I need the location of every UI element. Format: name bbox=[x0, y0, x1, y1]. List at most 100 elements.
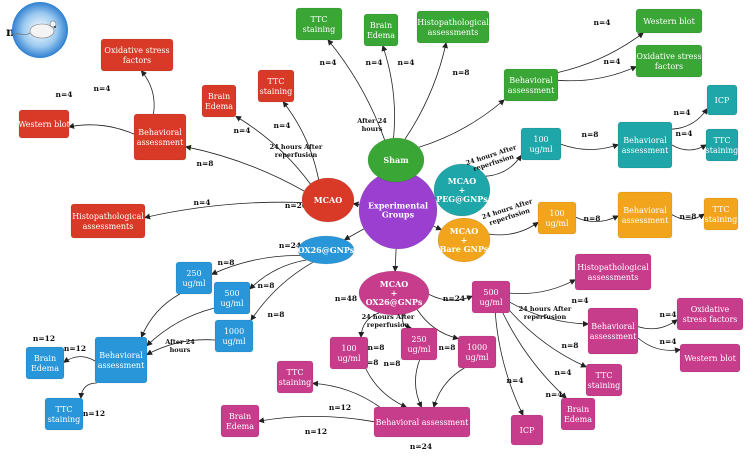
edge-count-sham-to-s_hist: n=4 bbox=[398, 58, 415, 67]
node-s_wb: Western blot bbox=[636, 9, 702, 33]
edge-count-mcaoox-to-x_250: n=8 bbox=[384, 359, 401, 368]
node-shape-s_ox bbox=[636, 45, 702, 77]
edge-count-ox26-to-o_500: n=8 bbox=[258, 281, 275, 290]
edge-count-mcao-to-m_beh: n=8 bbox=[197, 159, 214, 168]
node-shape-m_hist bbox=[71, 204, 145, 238]
node-shape-x_ttcL bbox=[277, 361, 313, 393]
edge-o_beh-to-o_be bbox=[64, 357, 95, 363]
edge-p_100-to-p_beh bbox=[561, 144, 618, 149]
edge-count-sham-to-s_be: n=4 bbox=[366, 58, 383, 67]
node-shape-o_ttc bbox=[45, 398, 83, 430]
node-shape-o_be bbox=[26, 347, 64, 379]
edge-x_500-to-x_beR bbox=[503, 313, 566, 398]
edge-center-to-mcaoox bbox=[395, 249, 396, 271]
node-x_icp: ICP bbox=[511, 415, 543, 445]
edge-count-x_behB-to-x_ttcL: n=12 bbox=[329, 403, 351, 412]
edge-count-x_behB-to-x_beL: n=12 bbox=[305, 427, 327, 436]
edge-s_beh-to-s_ox bbox=[558, 67, 636, 81]
node-shape-b_ttc bbox=[704, 198, 738, 230]
node-shape-o_250 bbox=[176, 262, 212, 294]
node-shape-x_100 bbox=[330, 337, 368, 369]
node-shape-p_ttc bbox=[706, 129, 738, 161]
edge-m_beh-to-m_ox bbox=[142, 71, 155, 114]
edge-center-to-mcao bbox=[354, 204, 360, 205]
node-label-mcao: MCAO bbox=[314, 195, 342, 205]
edge-count-x_500-to-x_beR: n=4 bbox=[546, 390, 563, 399]
edge-count-b_beh-to-b_ttc: n=8 bbox=[680, 212, 697, 221]
node-shape-x_behR bbox=[588, 308, 638, 354]
edge-count-p_beh-to-p_icp: n=4 bbox=[674, 108, 691, 117]
node-shape-x_beR bbox=[561, 398, 595, 430]
node-label-x_icp: ICP bbox=[520, 426, 535, 435]
edge-mcao-to-m_hist bbox=[145, 202, 302, 217]
edge-count-sham-to-s_ttc: n=4 bbox=[320, 58, 337, 67]
edge-count-m_beh-to-m_wb: n=4 bbox=[56, 90, 73, 99]
node-mcaoox: MCAO+OX26@GNPs bbox=[359, 271, 429, 315]
node-shape-o_500 bbox=[214, 282, 250, 314]
node-shape-m_ox bbox=[101, 39, 173, 71]
node-shape-s_be bbox=[364, 14, 398, 46]
edge-count-p_100-to-p_beh: n=8 bbox=[582, 130, 599, 139]
node-sham: Sham bbox=[368, 138, 424, 182]
edge-count-mcao-to-m_ttc: n=4 bbox=[274, 121, 291, 130]
edge-count-x_behR-to-x_ox: n=4 bbox=[660, 310, 677, 319]
legend: n = bbox=[6, 2, 68, 58]
annotation-a_n12: n=12 bbox=[33, 334, 55, 343]
edge-x_500-to-x_hist bbox=[510, 280, 575, 294]
annotation-a_n24: n=24 bbox=[410, 442, 432, 451]
edge-o_250-to-o_beh bbox=[142, 294, 180, 337]
edge-p_beh-to-p_ttc bbox=[672, 145, 706, 150]
node-shape-x_beL bbox=[221, 405, 259, 437]
node-label-x_behB: Behavioral assessment bbox=[376, 418, 470, 427]
node-peg: MCAO+PEG@GNPs bbox=[434, 164, 490, 216]
node-label-s_wb: Western blot bbox=[643, 17, 695, 26]
edge-count-x_500-to-x_icp: n=4 bbox=[507, 376, 524, 385]
annotation-a_peg: 24 hours Afterreperfusion bbox=[465, 143, 521, 175]
edge-count-m_beh-to-m_ox: n=4 bbox=[94, 84, 111, 93]
edge-count-x_500-to-x_ttcR: n=4 bbox=[555, 368, 572, 377]
node-p_icp: ICP bbox=[707, 85, 737, 115]
edge-count-mcao-to-m_hist: n=4 bbox=[194, 198, 211, 207]
edge-m_beh-to-m_wb bbox=[69, 125, 134, 134]
edge-count-p_beh-to-p_ttc: n=4 bbox=[676, 129, 693, 138]
edge-count-ox26-to-o_1000: n=8 bbox=[268, 310, 285, 319]
node-mcao: MCAO bbox=[302, 178, 354, 222]
